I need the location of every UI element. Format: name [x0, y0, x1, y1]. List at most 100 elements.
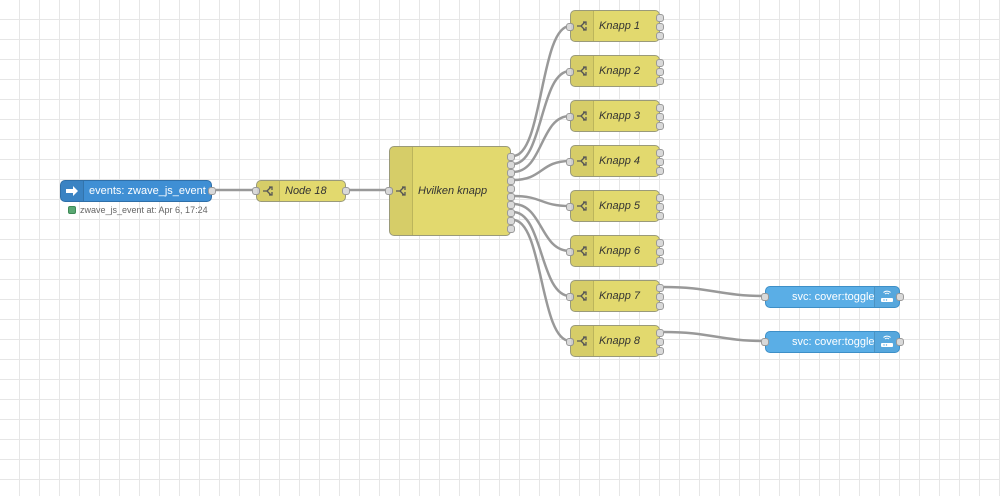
output-port[interactable] — [507, 201, 515, 209]
output-port[interactable] — [507, 153, 515, 161]
node-label: svc: cover:toggle — [792, 336, 875, 348]
output-port[interactable] — [656, 122, 664, 130]
output-port[interactable] — [656, 257, 664, 265]
switch-node-hvilken-knapp[interactable]: Hvilken knapp — [385, 146, 515, 236]
output-port[interactable] — [507, 193, 515, 201]
switch-icon — [571, 326, 594, 356]
wire[interactable] — [663, 285, 766, 298]
wire[interactable] — [512, 202, 571, 253]
output-port[interactable] — [656, 338, 664, 346]
node-label: Knapp 7 — [599, 290, 640, 302]
output-port[interactable] — [656, 167, 664, 175]
node-label: Knapp 4 — [599, 155, 640, 167]
output-port[interactable] — [507, 177, 515, 185]
output-port[interactable] — [656, 284, 664, 292]
inject-node-events[interactable]: events: zwave_js_event — [60, 180, 216, 202]
input-port[interactable] — [566, 158, 574, 166]
output-port[interactable] — [507, 217, 515, 225]
router-icon — [874, 332, 899, 352]
input-port[interactable] — [385, 187, 393, 195]
output-port[interactable] — [656, 194, 664, 202]
router-icon — [874, 287, 899, 307]
switch-node-knapp-3[interactable]: Knapp 3 — [566, 100, 664, 132]
wire[interactable] — [512, 159, 571, 182]
output-port[interactable] — [656, 14, 664, 22]
switch-node-knapp-6[interactable]: Knapp 6 — [566, 235, 664, 267]
wire[interactable] — [663, 330, 766, 343]
switch-node-knapp-4[interactable]: Knapp 4 — [566, 145, 664, 177]
output-port[interactable] — [507, 169, 515, 177]
switch-node-knapp-8[interactable]: Knapp 8 — [566, 325, 664, 357]
switch-node-knapp-7[interactable]: Knapp 7 — [566, 280, 664, 312]
status-indicator: zwave_js_event at: Apr 6, 17:24 — [68, 205, 208, 215]
output-port[interactable] — [896, 338, 904, 346]
service-node-cover-toggle[interactable]: svc: cover:toggle — [761, 331, 904, 353]
input-port[interactable] — [761, 293, 769, 301]
output-port[interactable] — [507, 225, 515, 233]
output-port[interactable] — [656, 149, 664, 157]
output-port[interactable] — [656, 158, 664, 166]
switch-icon — [390, 147, 413, 235]
output-port[interactable] — [208, 187, 216, 195]
switch-node-node18[interactable]: Node 18 — [252, 180, 350, 202]
output-port[interactable] — [656, 293, 664, 301]
node-label: events: zwave_js_event — [89, 185, 206, 197]
output-port[interactable] — [656, 347, 664, 355]
output-port[interactable] — [656, 329, 664, 337]
output-port[interactable] — [656, 77, 664, 85]
node-label: Node 18 — [285, 185, 327, 197]
node-label: Knapp 2 — [599, 65, 640, 77]
wire[interactable] — [512, 210, 571, 298]
input-port[interactable] — [566, 23, 574, 31]
input-port[interactable] — [566, 203, 574, 211]
switch-node-knapp-1[interactable]: Knapp 1 — [566, 10, 664, 42]
input-port[interactable] — [566, 113, 574, 121]
output-port[interactable] — [507, 209, 515, 217]
switch-icon — [571, 101, 594, 131]
output-port[interactable] — [896, 293, 904, 301]
output-port[interactable] — [656, 248, 664, 256]
switch-icon — [571, 146, 594, 176]
output-port[interactable] — [342, 187, 350, 195]
switch-icon — [571, 236, 594, 266]
output-port[interactable] — [507, 161, 515, 169]
switch-icon — [571, 11, 594, 41]
output-port[interactable] — [656, 32, 664, 40]
node-label: Knapp 5 — [599, 200, 640, 212]
output-port[interactable] — [656, 212, 664, 220]
node-label: Hvilken knapp — [418, 185, 488, 197]
input-port[interactable] — [566, 293, 574, 301]
output-port[interactable] — [656, 104, 664, 112]
node-label: Knapp 1 — [599, 20, 640, 32]
switch-node-knapp-5[interactable]: Knapp 5 — [566, 190, 664, 222]
node-label: Knapp 3 — [599, 110, 640, 122]
output-port[interactable] — [656, 239, 664, 247]
wire[interactable] — [512, 218, 571, 343]
output-port[interactable] — [656, 68, 664, 76]
output-port[interactable] — [507, 185, 515, 193]
wire[interactable] — [512, 114, 571, 174]
input-port[interactable] — [761, 338, 769, 346]
switch-icon — [571, 56, 594, 86]
output-port[interactable] — [656, 113, 664, 121]
status-dot-icon — [68, 206, 76, 214]
input-port[interactable] — [252, 187, 260, 195]
wire[interactable] — [512, 69, 571, 166]
output-port[interactable] — [656, 23, 664, 31]
wire[interactable] — [512, 194, 571, 208]
switch-icon — [571, 191, 594, 221]
input-port[interactable] — [566, 68, 574, 76]
switch-node-knapp-2[interactable]: Knapp 2 — [566, 55, 664, 87]
node-label: Knapp 6 — [599, 245, 640, 257]
switch-icon — [571, 281, 594, 311]
arrow-right-icon — [61, 181, 84, 201]
wire[interactable] — [512, 24, 571, 158]
node-label: Knapp 8 — [599, 335, 640, 347]
input-port[interactable] — [566, 338, 574, 346]
output-port[interactable] — [656, 59, 664, 67]
input-port[interactable] — [566, 248, 574, 256]
output-port[interactable] — [656, 203, 664, 211]
output-port[interactable] — [656, 302, 664, 310]
service-node-cover-toggle[interactable]: svc: cover:toggle — [761, 286, 904, 308]
